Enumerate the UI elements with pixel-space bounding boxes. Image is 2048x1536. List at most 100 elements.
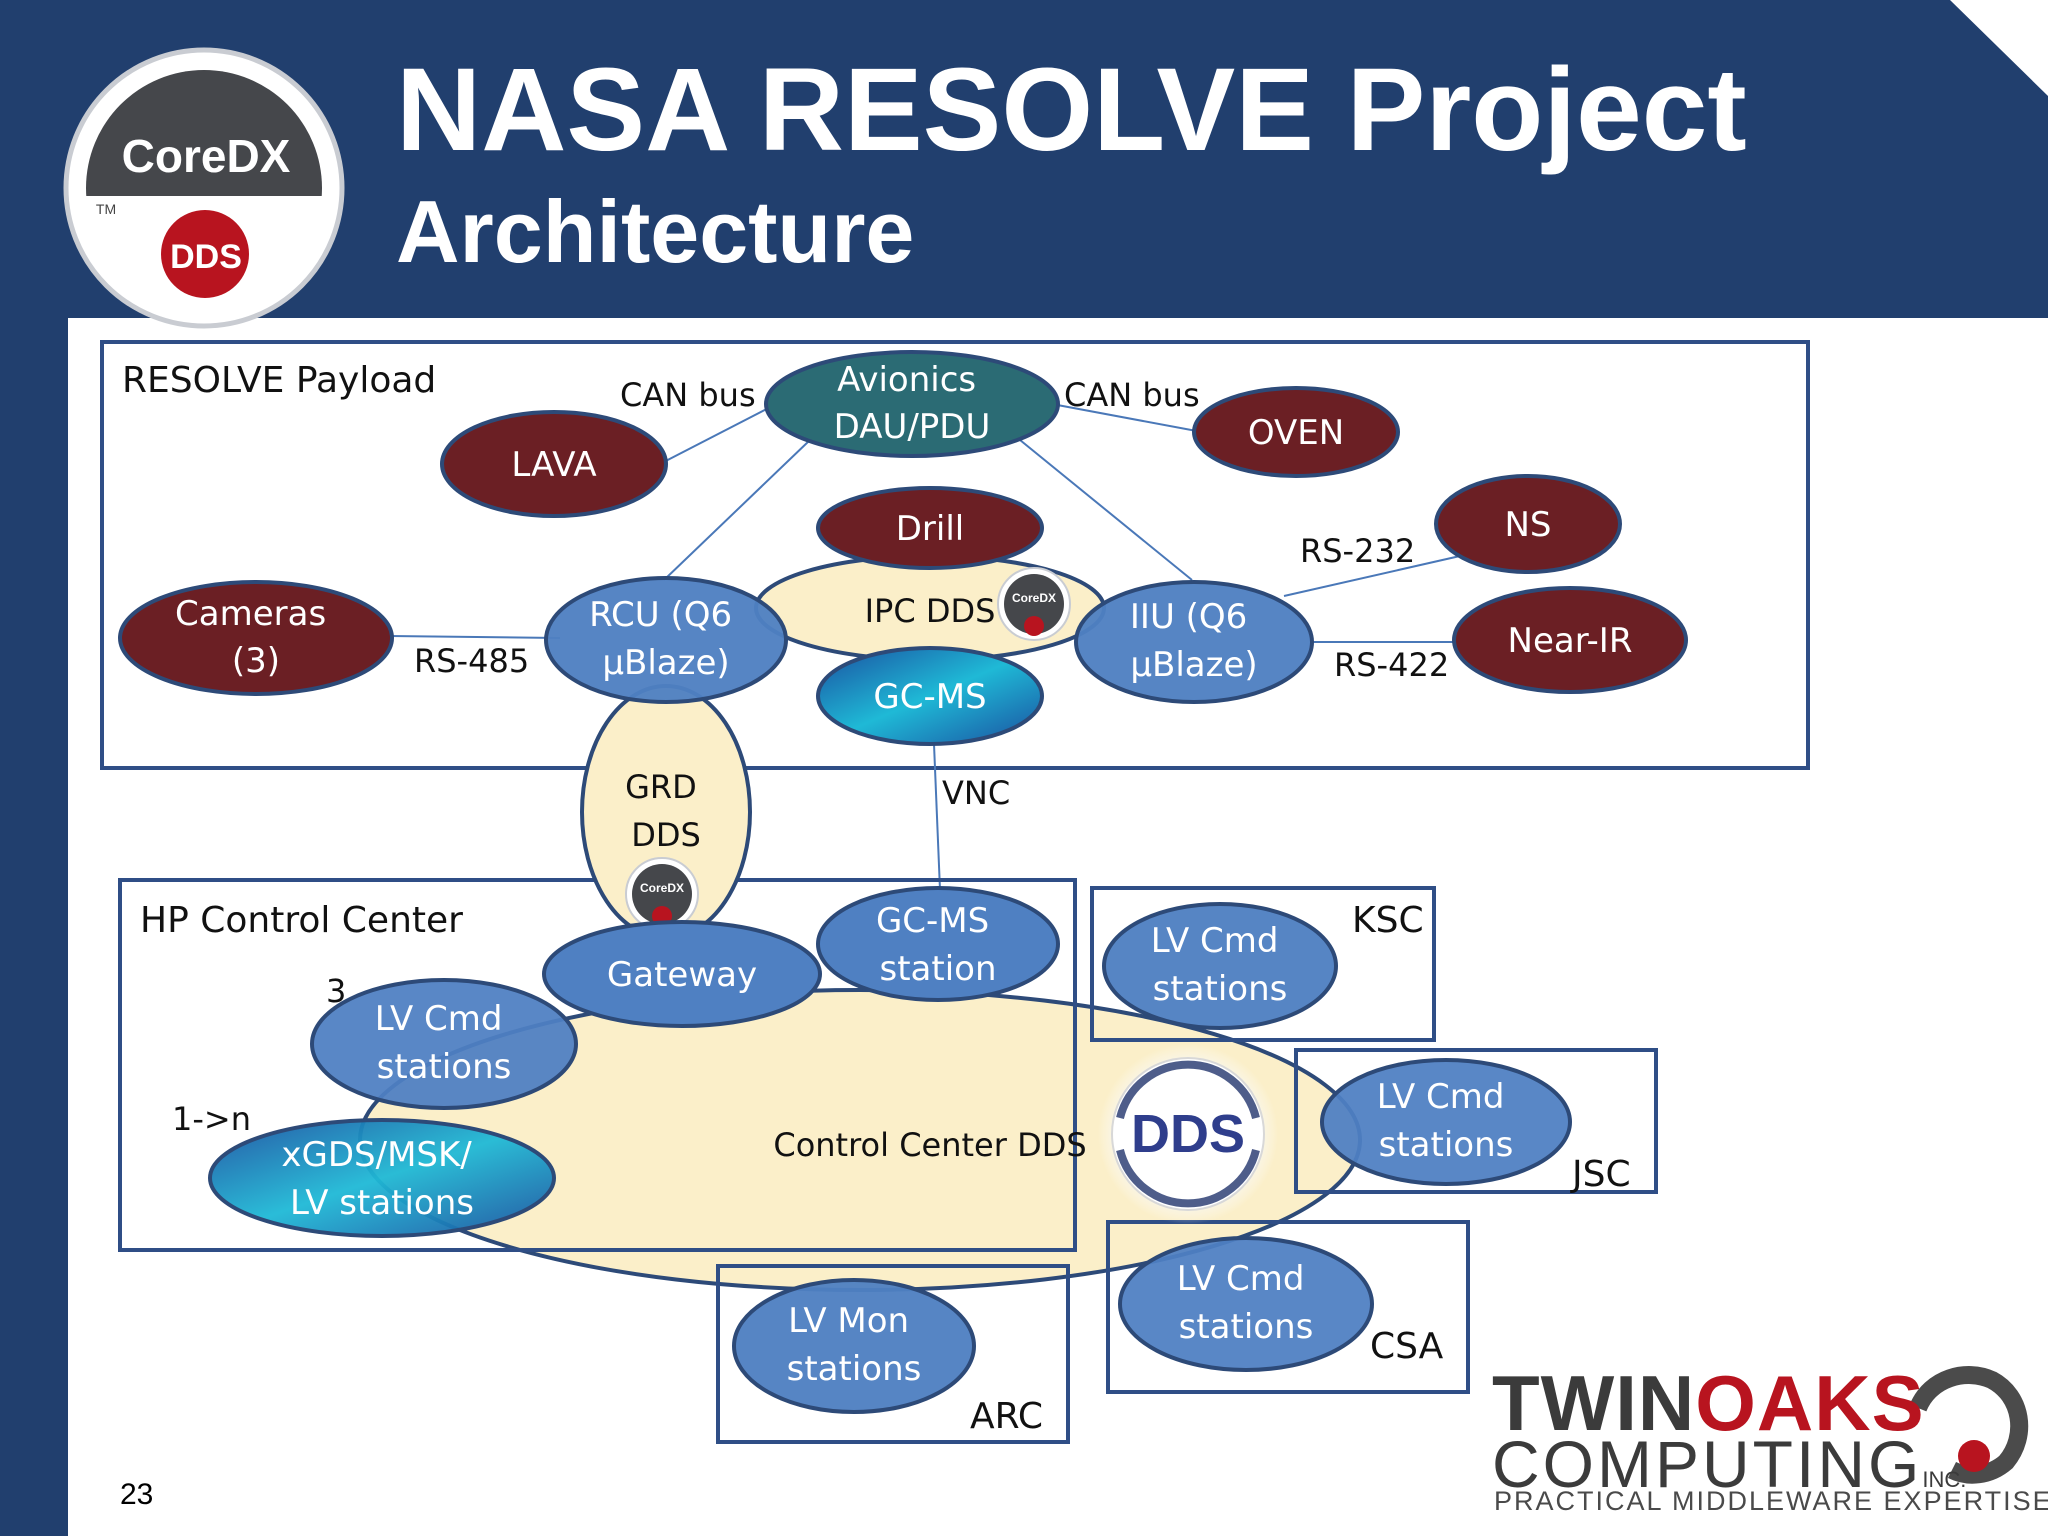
svg-text:LV Mon stations: LV Mon stations: [787, 1301, 922, 1389]
node-lv-cmd-ksc-line1: LV Cmd: [1151, 921, 1279, 961]
node-lv-cmd-jsc: LV Cmd stations: [1320, 1058, 1572, 1186]
svg-text:Avionics DAU/PDU: Avionics DAU/PDU: [834, 360, 991, 447]
node-lv-cmd-csa: LV Cmd stations: [1118, 1236, 1374, 1372]
label-count-lv-cmd: 3: [326, 972, 346, 1010]
dds-emblem-text: DDS: [1131, 1104, 1245, 1164]
node-rcu: RCU (Q6 µBlaze): [544, 576, 788, 704]
slide-subtitle: Architecture: [396, 182, 915, 281]
node-lv-cmd-ksc-line2: stations: [1153, 969, 1288, 1009]
node-lv-mon-arc-line1: LV Mon: [788, 1301, 909, 1341]
coredx-badge-grd: CoreDX: [625, 857, 699, 931]
label-count-xgds: 1->n: [172, 1100, 251, 1138]
node-lv-cmd-csa-line1: LV Cmd: [1177, 1259, 1305, 1299]
ksc-box: [1090, 886, 1436, 1042]
resolve-payload-label: RESOLVE Payload: [122, 360, 436, 401]
node-near-ir: Near-IR: [1452, 586, 1688, 694]
twinoaks-computing: COMPUTINGINC.: [1492, 1428, 1966, 1516]
node-lv-cmd-csa-line2: stations: [1179, 1307, 1314, 1347]
label-vnc: VNC: [942, 774, 1010, 812]
node-ipc-dds-label: IPC DDS: [865, 592, 996, 630]
svg-text:Cameras (3): Cameras (3): [175, 594, 337, 681]
coredx-badge-ipc: CoreDX: [997, 567, 1071, 641]
label-rs232: RS-232: [1300, 532, 1415, 570]
coredx-logo-badge: DDS: [170, 238, 242, 276]
label-rs422: RS-422: [1334, 646, 1449, 684]
node-gcms-label: GC-MS: [873, 677, 986, 717]
coredx-badge-grd-name: CoreDX: [640, 881, 684, 895]
node-gcms-station-line2: station: [879, 949, 996, 989]
coredx-logo-tm: TM: [96, 201, 116, 217]
arc-label: ARC: [970, 1396, 1043, 1437]
coredx-logo-name: CoreDX: [122, 130, 291, 182]
svg-text:LV Cmd stations: LV Cmd stations: [375, 999, 514, 1087]
svg-text:xGDS/MSK/ LV stations: xGDS/MSK/ LV stations: [281, 1135, 482, 1223]
node-iiu-line1: IIU (Q6: [1130, 597, 1247, 637]
node-grd-dds-line2: DDS: [631, 816, 701, 854]
node-lv-cmd-jsc-line2: stations: [1379, 1125, 1514, 1165]
svg-text:LV Cmd stations: LV Cmd stations: [1377, 1077, 1516, 1165]
node-avionics-line2: DAU/PDU: [834, 407, 991, 447]
label-can-bus-right: CAN bus: [1064, 376, 1200, 414]
node-drill: Drill: [816, 486, 1044, 570]
svg-text:GC-MS station: GC-MS station: [876, 901, 1000, 989]
twinoaks-word-oaks: OAKS: [1695, 1359, 1925, 1447]
node-lv-cmd-hp: LV Cmd stations: [310, 978, 578, 1110]
hp-control-center-label: HP Control Center: [140, 900, 463, 941]
twinoaks-inc: INC.: [1922, 1467, 1967, 1492]
node-lv-cmd-hp-line1: LV Cmd: [375, 999, 503, 1039]
node-oven: OVEN: [1192, 386, 1400, 478]
node-drill-label: Drill: [896, 509, 965, 549]
node-gcms-station: GC-MS station: [816, 886, 1060, 1002]
node-control-center-dds-label: Control Center DDS: [773, 1126, 1086, 1164]
twinoaks-word-twin: TWIN: [1492, 1359, 1696, 1447]
svg-text:IIU (Q6 µBlaze): IIU (Q6 µBlaze): [1130, 597, 1258, 685]
svg-text:LV Cmd stations: LV Cmd stations: [1177, 1259, 1316, 1347]
node-avionics-line1: Avionics: [837, 360, 976, 400]
node-iiu-line2: µBlaze): [1130, 645, 1257, 685]
dds-emblem: DDS: [1098, 1044, 1278, 1224]
node-lv-cmd-jsc-line1: LV Cmd: [1377, 1077, 1505, 1117]
node-lv-mon-arc: LV Mon stations: [732, 1278, 976, 1414]
twinoaks-mark: [1909, 1366, 2029, 1484]
slide-title: NASA RESOLVE Project: [396, 44, 1747, 176]
jsc-box: [1294, 1048, 1658, 1194]
node-lv-cmd-ksc: LV Cmd stations: [1102, 902, 1338, 1030]
node-lava-label: LAVA: [511, 445, 596, 485]
csa-label: CSA: [1370, 1326, 1444, 1367]
node-rcu-line1: RCU (Q6: [589, 595, 732, 635]
jsc-label: JSC: [1570, 1154, 1631, 1195]
node-gcms-station-line1: GC-MS: [876, 901, 989, 941]
arc-box: [716, 1264, 1070, 1444]
coredx-badge-ipc-name: CoreDX: [1012, 591, 1056, 605]
svg-text:RCU (Q6 µBlaze): RCU (Q6 µBlaze): [589, 595, 743, 683]
node-grd-dds-line1: GRD: [625, 768, 697, 806]
ksc-label: KSC: [1352, 900, 1424, 941]
svg-text:LV Cmd stations: LV Cmd stations: [1151, 921, 1290, 1009]
twinoaks-wordmark: TWINOAKS: [1492, 1360, 1925, 1446]
csa-box: [1106, 1220, 1470, 1394]
node-gateway: Gateway: [542, 920, 822, 1028]
svg-text:GRD DDS: GRD DDS: [625, 768, 707, 854]
node-cameras-line1: Cameras: [175, 594, 326, 634]
node-gateway-label: Gateway: [607, 955, 757, 995]
node-rcu-line2: µBlaze): [602, 643, 729, 683]
node-xgds-line1: xGDS/MSK/: [281, 1135, 472, 1175]
node-avionics: Avionics DAU/PDU: [764, 350, 1060, 458]
node-xgds-line2: LV stations: [290, 1183, 474, 1223]
twinoaks-computing-text: COMPUTING: [1492, 1427, 1923, 1501]
node-lv-cmd-hp-line2: stations: [377, 1047, 512, 1087]
resolve-payload-box: [100, 340, 1810, 770]
node-lava: LAVA: [440, 410, 668, 518]
node-gcms: GC-MS: [816, 646, 1044, 746]
label-can-bus-left: CAN bus: [620, 376, 756, 414]
twinoaks-tagline: PRACTICAL MIDDLEWARE EXPERTISE: [1494, 1486, 2048, 1516]
connector-lines: [389, 397, 1461, 891]
coredx-logo: CoreDX DDS TM: [63, 47, 345, 329]
node-xgds: xGDS/MSK/ LV stations: [208, 1118, 556, 1238]
link-labels: CAN bus CAN bus RS-232 RS-485 RS-422 VNC…: [172, 376, 1449, 1138]
label-rs485: RS-485: [414, 642, 529, 680]
node-ns: NS: [1434, 474, 1622, 574]
slide-number: 23: [120, 1478, 154, 1511]
